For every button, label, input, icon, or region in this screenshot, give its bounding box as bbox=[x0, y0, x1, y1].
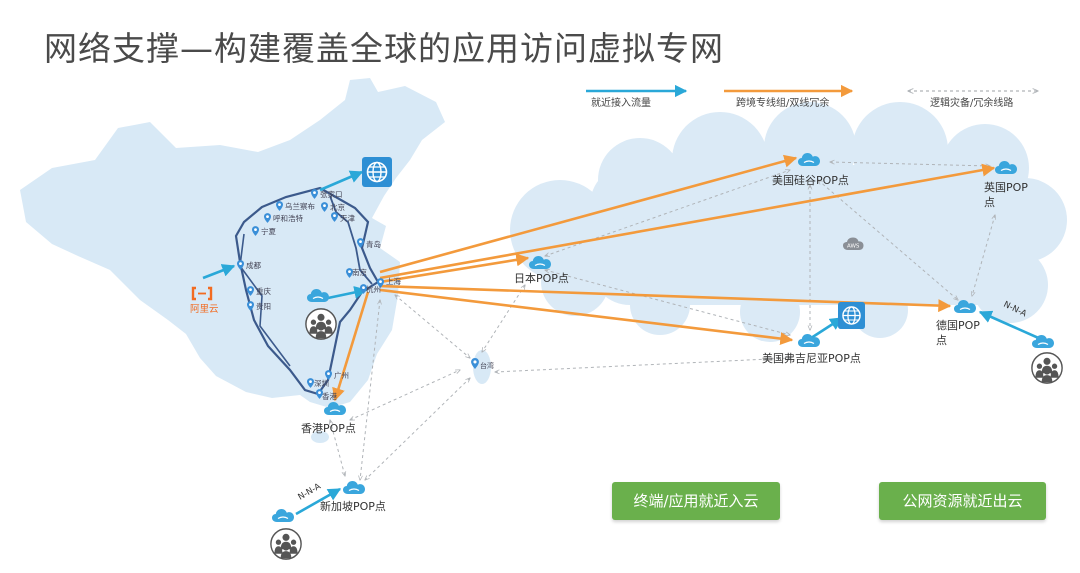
city-guangzhou: 广州 bbox=[334, 370, 349, 380]
pop-hongkong-label: 香港POP点 bbox=[301, 422, 356, 435]
city-chongqing: 重庆 bbox=[256, 286, 271, 296]
pop-uk-label-line2: 点 bbox=[984, 196, 995, 209]
taiwan-island bbox=[473, 350, 491, 384]
pop-japan-label: 日本POP点 bbox=[514, 271, 569, 285]
pop-us-virginia-label: 美国弗吉尼亚POP点 bbox=[762, 351, 861, 365]
legend-cross-border: 跨境专线组/双线冗余 bbox=[736, 96, 829, 109]
aws-badge: AWS bbox=[843, 237, 864, 250]
aws-label: AWS bbox=[847, 244, 860, 250]
city-labels: 张家口 北京 天津 乌兰察布 呼和浩特 宁夏 成都 重庆 贵阳 青岛 南京 上海… bbox=[246, 189, 401, 401]
legend-nearby-access: 就近接入流量 bbox=[591, 96, 651, 109]
aliyun-label: 阿里云 bbox=[190, 304, 219, 315]
cloud-icon bbox=[797, 333, 821, 348]
hainan-island bbox=[311, 431, 329, 443]
global-cloud-region bbox=[510, 102, 1067, 342]
city-hohhot: 呼和浩特 bbox=[273, 213, 303, 223]
city-ulanqab: 乌兰察布 bbox=[285, 201, 315, 211]
city-guiyang: 贵阳 bbox=[256, 301, 271, 311]
public-resource-button[interactable]: 公网资源就近出云 bbox=[879, 482, 1046, 520]
city-chengdu: 成都 bbox=[246, 260, 261, 270]
pop-us-silicon-valley-label: 美国硅谷POP点 bbox=[772, 174, 849, 187]
connection-tag: N-N-A bbox=[297, 482, 323, 503]
globe-icon bbox=[362, 157, 392, 187]
city-qingdao: 青岛 bbox=[366, 239, 381, 249]
domestic-backbone-inner bbox=[329, 195, 373, 285]
city-hongkong-small: 香港 bbox=[322, 391, 337, 401]
domestic-backbone-west bbox=[239, 233, 291, 367]
taiwan-label: 台湾 bbox=[480, 361, 494, 370]
city-tianjin: 天津 bbox=[340, 214, 355, 223]
city-beijing: 北京 bbox=[330, 202, 345, 212]
china-map bbox=[20, 78, 445, 408]
terminal-cloud-button[interactable]: 终端/应用就近入云 bbox=[612, 482, 780, 520]
nearby-access-arrows bbox=[202, 170, 1044, 516]
page-title: 网络支撑—构建覆盖全球的应用访问虚拟专网 bbox=[44, 29, 724, 68]
city-zhangjiakou: 张家口 bbox=[320, 189, 343, 199]
domestic-backbone-ring bbox=[234, 186, 380, 396]
pop-germany-label-line1: 德国POP bbox=[936, 318, 980, 332]
city-shanghai: 上海 bbox=[386, 276, 401, 286]
pop-labels: 香港POP点 新加坡POP点 日本POP点 美国硅谷POP点 英国POP 点 德… bbox=[301, 174, 1028, 513]
legend: 就近接入流量 跨境专线组/双线冗余 逻辑灾备/冗余线路 bbox=[586, 84, 1038, 109]
users-icon bbox=[270, 528, 302, 560]
pop-uk-label-line1: 英国POP bbox=[984, 180, 1028, 194]
city-hangzhou: 杭州 bbox=[366, 284, 381, 294]
users-icon bbox=[1031, 352, 1063, 384]
legend-logical-backup: 逻辑灾备/冗余线路 bbox=[930, 96, 1013, 109]
pop-singapore-label: 新加坡POP点 bbox=[320, 499, 386, 513]
city-nanjing: 南京 bbox=[352, 267, 367, 277]
backup-lines bbox=[330, 162, 995, 480]
city-ningxia: 宁夏 bbox=[261, 226, 276, 236]
globe-icon bbox=[838, 302, 865, 329]
users-icon bbox=[305, 308, 337, 340]
pop-germany-label-line2: 点 bbox=[936, 334, 947, 347]
cloud-icon bbox=[271, 508, 295, 523]
aliyun-logo: 阿里云 bbox=[190, 286, 219, 315]
city-shenzhen: 深圳 bbox=[314, 378, 329, 388]
cloud-icon bbox=[342, 480, 366, 495]
cross-border-lines bbox=[332, 154, 996, 402]
